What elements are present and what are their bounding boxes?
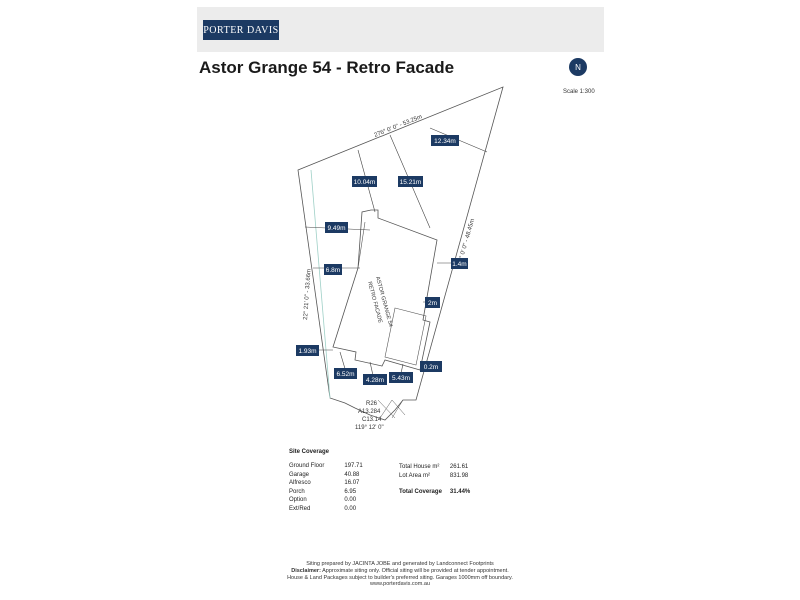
footer-note: House & Land Packages subject to builder… [287, 574, 513, 581]
disclaimer-text: Approximate siting only. Official siting… [322, 567, 509, 574]
coverage-label: Garage [289, 471, 310, 478]
dimension-tag: 0.2m [420, 361, 442, 372]
svg-text:1.4m: 1.4m [452, 261, 466, 268]
left-boundary-text: 22° 21' 0" - 33.66m [303, 269, 313, 320]
coverage-value: 197.71 [344, 463, 363, 469]
svg-text:4.28m: 4.28m [366, 377, 384, 384]
table-row: Total Coverage 31.44% [399, 481, 470, 497]
coverage-value: 0.00 [344, 497, 357, 503]
svg-text:10.04m: 10.04m [354, 179, 376, 186]
table-row: Ext/Red 0.00 [289, 506, 363, 515]
dimension-tag: 15.21m [398, 176, 423, 187]
footer-disclaimer: Disclaimer: Approximate siting only. Off… [200, 568, 600, 575]
table-row: Alfresco 16.07 [289, 480, 363, 489]
dimension-tag: 1.4m [451, 258, 468, 269]
total-value: 831.98 [449, 473, 469, 479]
arc-lines [377, 399, 406, 419]
dimension-tag: 9.49m [325, 222, 348, 233]
scale-label: Scale 1:300 [563, 89, 595, 95]
right-boundary-text: 6° 0' 0" - 48.45m [458, 218, 476, 262]
coverage-label: Ground Floor [289, 463, 325, 469]
coverage-value: 40.88 [344, 471, 360, 478]
table-row: Option 0.00 [289, 497, 363, 506]
total-label: Total House m² [399, 464, 440, 470]
dimension-tag: 2m [425, 297, 440, 308]
table-row: Total House m² 261.61 [399, 463, 470, 472]
table-row: Lot Area m² 831.98 [399, 472, 470, 481]
svg-text:1.93m: 1.93m [298, 348, 316, 355]
house-inner-line [357, 221, 366, 269]
arc-length: A13.284 [358, 409, 381, 415]
garage-outline [384, 307, 427, 366]
coverage-value: 0.00 [344, 505, 357, 512]
easement-line [310, 169, 331, 399]
footer-url[interactable]: www.porterdavis.com.au [370, 581, 430, 588]
arc-chord: C13.14 [362, 417, 382, 423]
dimension-tag: 4.28m [363, 374, 387, 385]
svg-text:12.34m: 12.34m [434, 138, 456, 145]
svg-text:2m: 2m [428, 300, 437, 307]
arc-bearing: 119° 12' 0" [355, 425, 384, 431]
table-row: Ground Floor 197.71 [289, 463, 363, 472]
coverage-value: 16.07 [344, 480, 360, 486]
footer: Siting prepared by JACINTA JOBE and gene… [200, 561, 600, 588]
table-row: Garage 40.88 [289, 472, 363, 481]
svg-text:0.2m: 0.2m [424, 364, 438, 371]
coverage-label: Alfresco [289, 480, 311, 486]
site-coverage-table: Ground Floor 197.71 Garage 40.88 Alfresco 1… [289, 463, 363, 514]
total-coverage-label: Total Coverage [399, 489, 442, 495]
dimension-tag: 6.8m [324, 264, 342, 275]
disclaimer-label: Disclaimer: [291, 567, 321, 574]
svg-text:9.49m: 9.49m [327, 225, 345, 232]
lot-boundary [297, 86, 504, 421]
coverage-label: Ext/Red [289, 505, 311, 512]
coverage-value: 6.95 [344, 488, 357, 495]
svg-text:15.21m: 15.21m [400, 179, 422, 186]
coverage-label: Porch [289, 488, 305, 495]
dimension-tag: 5.43m [389, 372, 413, 383]
table-row: Porch 6.95 [289, 489, 363, 498]
footer-prepared-by: Siting prepared by JACINTA JOBE and gene… [306, 561, 494, 567]
site-coverage-title: Site Coverage [289, 449, 330, 455]
house-footprint [332, 209, 438, 371]
dimension-tag: 12.34m [431, 135, 459, 146]
total-value: 261.61 [449, 464, 469, 470]
porter-davis-logo[interactable]: PORTER DAVIS [203, 20, 279, 40]
top-boundary-text: 276° 0' 0" - 53.25m [374, 114, 424, 139]
totals-table: Total House m² 261.61 Lot Area m² 831.98 T… [399, 463, 470, 497]
total-coverage-value: 31.44% [449, 489, 471, 495]
svg-text:6.8m: 6.8m [326, 267, 340, 274]
north-arrow-icon: N [569, 58, 587, 76]
total-label: Lot Area m² [399, 473, 431, 479]
dimension-tag: 6.52m [334, 368, 357, 379]
dimension-tag: 10.04m [352, 176, 377, 187]
svg-text:5.43m: 5.43m [392, 375, 410, 382]
svg-text:6.52m: 6.52m [336, 371, 354, 378]
arc-radius: R26 [366, 401, 378, 407]
dimension-tag: 1.93m [296, 345, 319, 356]
page-title: Astor Grange 54 - Retro Facade [199, 58, 455, 77]
coverage-label: Option [289, 497, 307, 503]
